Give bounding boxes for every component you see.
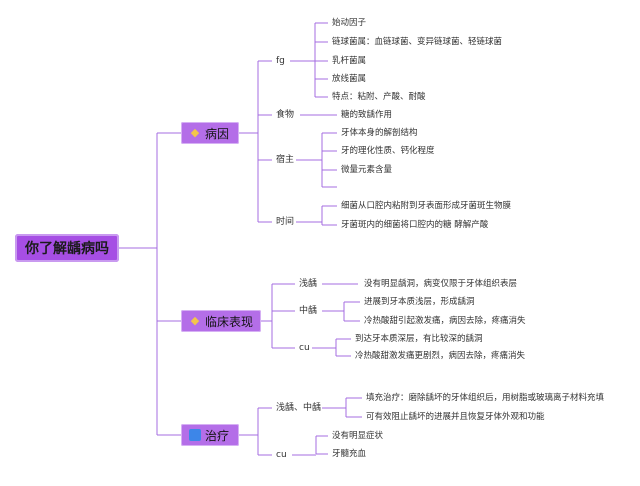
- leaf[interactable]: 到达牙本质深层，有比较深的龋洞: [355, 334, 483, 344]
- leaf[interactable]: 始动因子: [332, 18, 367, 28]
- branch-clinical[interactable]: ◆ 临床表现: [181, 310, 261, 332]
- subtopic-cu-treatment[interactable]: cu: [276, 450, 287, 460]
- leaf[interactable]: 特点：粘附、产酸、耐酸: [332, 92, 426, 102]
- branch-cause[interactable]: ◆ 病因: [181, 122, 239, 144]
- leaf[interactable]: 没有明显症状: [332, 431, 384, 441]
- leaf[interactable]: 冷热酸甜激发痛更剧烈，病因去除，疼痛消失: [355, 351, 526, 361]
- subtopic-medium[interactable]: 中龋: [299, 306, 318, 316]
- leaf[interactable]: 牙体本身的解剖结构: [341, 128, 418, 138]
- branch-treatment[interactable]: 治疗: [181, 424, 239, 446]
- leaf[interactable]: 放线菌属: [332, 74, 367, 84]
- leaf[interactable]: 乳杆菌属: [332, 56, 367, 66]
- gem-icon: ◆: [190, 314, 200, 327]
- root-topic-label: 你了解龋病吗: [25, 241, 109, 257]
- leaf[interactable]: 冷热酸甜引起激发痛，病因去除，疼痛消失: [364, 316, 526, 326]
- leaf[interactable]: 糖的致龋作用: [341, 110, 393, 120]
- leaf[interactable]: 牙髓充血: [332, 449, 367, 459]
- leaf[interactable]: 链球菌属：血链球菌、变异链球菌、轻链球菌: [332, 37, 503, 47]
- leaf[interactable]: 牙的理化性质、钙化程度: [341, 146, 435, 156]
- leaf[interactable]: 没有明显龋洞，病变仅限于牙体组织表层: [364, 279, 518, 289]
- subtopic-host[interactable]: 宿主: [276, 155, 295, 165]
- branch-label: 治疗: [205, 428, 230, 443]
- leaf[interactable]: 微量元素含量: [341, 165, 393, 175]
- root-topic[interactable]: 你了解龋病吗: [15, 234, 119, 262]
- branch-label: 病因: [205, 126, 230, 141]
- leaf[interactable]: 可有效阻止龋坏的进展并且恢复牙体外观和功能: [366, 412, 545, 422]
- leaf[interactable]: 细菌从口腔内粘附到牙表面形成牙菌斑生物膜: [341, 201, 512, 211]
- subtopic-food[interactable]: 食物: [276, 110, 295, 120]
- branch-label: 临床表现: [205, 314, 254, 329]
- subtopic-time[interactable]: 时间: [276, 217, 295, 227]
- gem-icon: ◆: [190, 126, 200, 139]
- subtopic-fg[interactable]: fg: [276, 56, 285, 66]
- subtopic-shallow[interactable]: 浅龋: [299, 279, 318, 289]
- blue-square-icon: [189, 429, 201, 441]
- subtopic-cu[interactable]: cu: [299, 343, 310, 353]
- leaf[interactable]: 牙菌斑内的细菌将口腔内的糖 酵解产酸: [341, 220, 489, 230]
- leaf[interactable]: 进展到牙本质浅层，形成龋洞: [364, 297, 475, 307]
- subtopic-shallow-medium[interactable]: 浅龋、中龋: [276, 403, 322, 413]
- leaf[interactable]: 填充治疗：磨除龋坏的牙体组织后，用树脂或玻璃离子材料充填: [366, 393, 605, 403]
